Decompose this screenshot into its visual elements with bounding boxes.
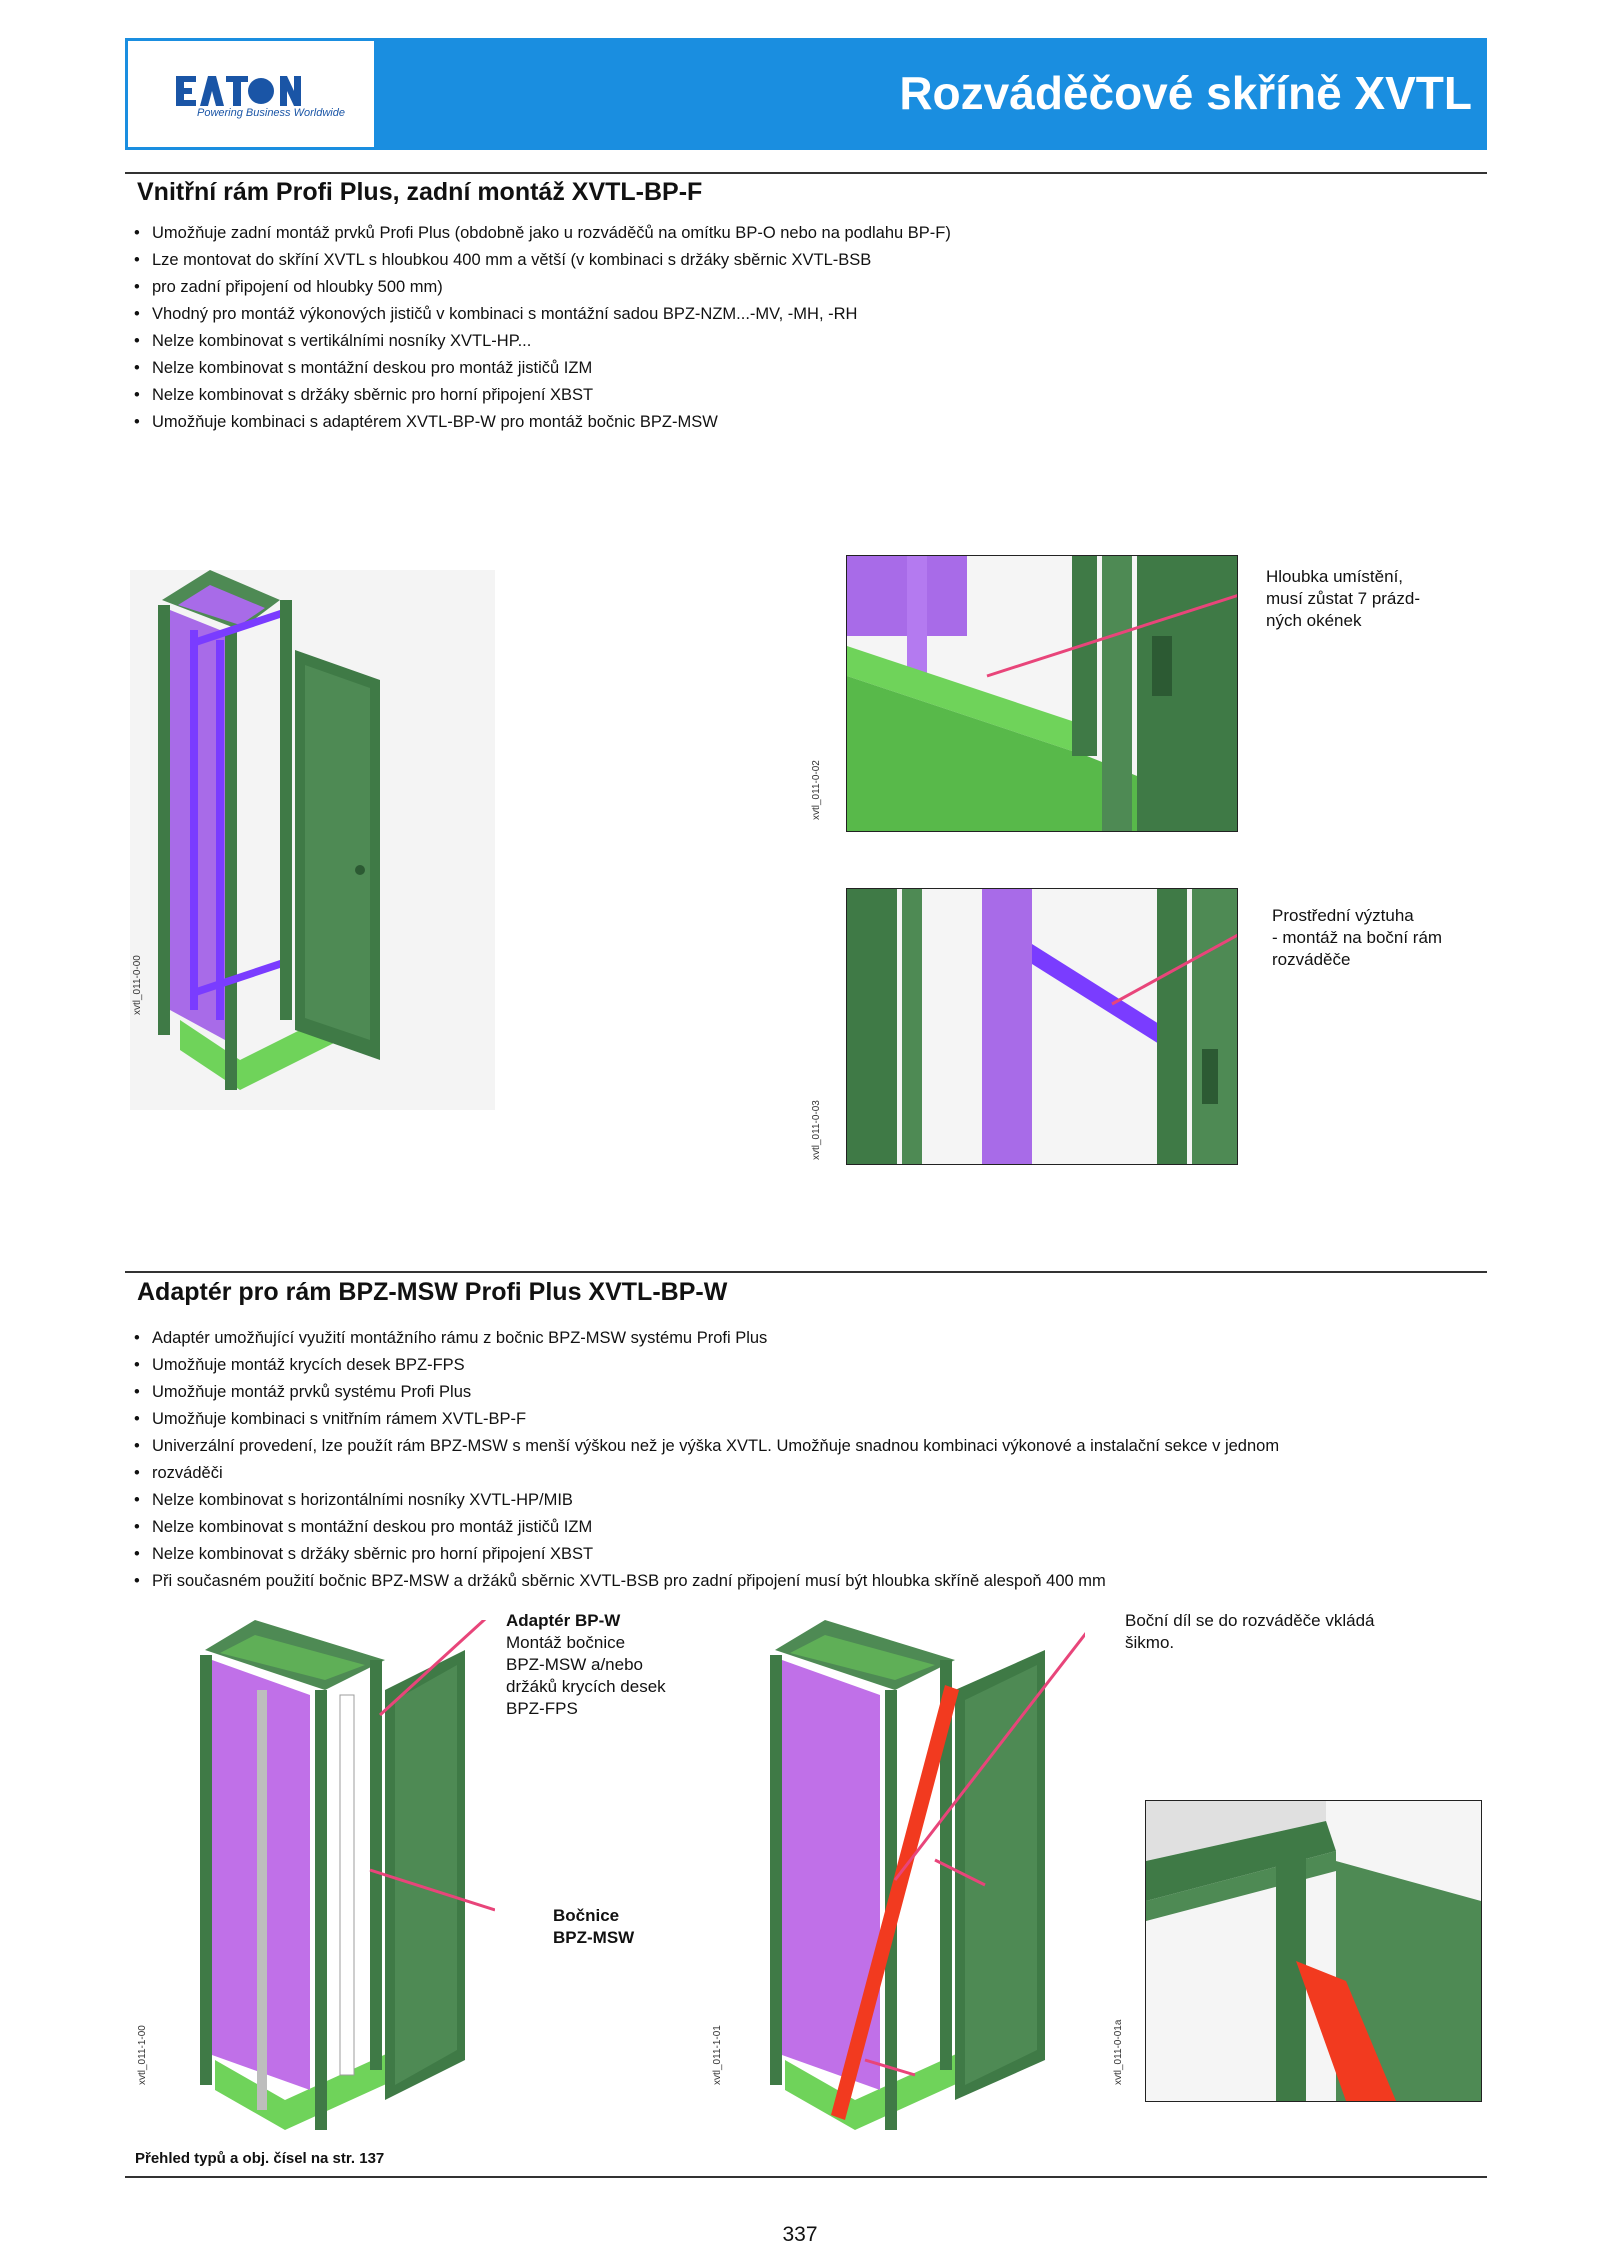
- cabinet-illustration: [158, 570, 380, 1090]
- detail-insert-figure: [1145, 1800, 1482, 2102]
- detail-stiffener-figure: [846, 888, 1238, 1165]
- callout-line-text: musí zůstat 7 prázd-: [1266, 589, 1421, 608]
- page-number: 337: [782, 2223, 818, 2246]
- figure-code: xvtl_011-0-00: [132, 955, 143, 1015]
- callout-line-text: Montáž bočnice: [506, 1633, 626, 1652]
- callout-line: [1111, 933, 1237, 1006]
- callout-line-text: Bočnice: [553, 1906, 620, 1925]
- list-item: Lze montovat do skříní XVTL s hloubkou 4…: [132, 247, 1482, 274]
- detail-insert-illustration: [1146, 1801, 1481, 2101]
- list-item: Nelze kombinovat s vertikálními nosníky …: [132, 328, 1482, 355]
- callout-line-text: Boční díl se do rozváděče vkládá: [1125, 1611, 1375, 1630]
- list-item: Umožňuje zadní montáž prvků Profi Plus (…: [132, 220, 1482, 247]
- cabinet-inner-frame-figure: xvtl_011-0-00: [130, 570, 495, 1110]
- list-item: Nelze kombinovat s držáky sběrnic pro ho…: [132, 382, 1482, 409]
- callout-line-text: Prostřední výztuha: [1272, 906, 1414, 925]
- cabinet-adapter-figure: [175, 1620, 495, 2140]
- list-item: Umožňuje kombinaci s adaptérem XVTL-BP-W…: [132, 409, 1482, 436]
- list-item: Umožňuje montáž prvků systému Profi Plus: [132, 1379, 1482, 1406]
- detail-depth-figure: [846, 555, 1238, 832]
- figure-code: xvtl_011-1-00: [137, 2025, 148, 2085]
- stiffener-illustration: [847, 889, 1237, 1164]
- eaton-logo-mark: [176, 76, 301, 106]
- cabinet-insert-illustration: [770, 1620, 1045, 2130]
- list-item: Umožňuje montáž krycích desek BPZ-FPS: [132, 1352, 1482, 1379]
- callout-line-text: Hloubka umístění,: [1266, 567, 1404, 586]
- list-item: Nelze kombinovat s montážní deskou pro m…: [132, 355, 1482, 382]
- bullet-list: Umožňuje zadní montáž prvků Profi Plus (…: [132, 220, 1482, 436]
- list-item: Nelze kombinovat s držáky sběrnic pro ho…: [132, 1541, 1482, 1568]
- section-divider: [125, 172, 1487, 174]
- list-item: Vhodný pro montáž výkonových jističů v k…: [132, 301, 1482, 328]
- footer-divider: [125, 2176, 1487, 2178]
- section-divider: [125, 1271, 1487, 1273]
- callout-line-text: BPZ-MSW a/nebo: [506, 1655, 643, 1674]
- bullet-list: Adaptér umožňující využití montážního rá…: [132, 1325, 1482, 1595]
- page-title: Rozváděčové skříně XVTL: [899, 67, 1472, 119]
- eaton-logo: [128, 41, 374, 147]
- callout-line: [369, 1620, 495, 1912]
- figure-code: xvtl_011-1-01: [712, 2025, 723, 2085]
- stiffener-callout: Prostřední výztuha - montáž na boční rám…: [1272, 905, 1442, 971]
- callout-line-text: BPZ-FPS: [506, 1699, 578, 1718]
- figure-code: xvtl_011-0-01a: [1113, 2019, 1124, 2085]
- list-item: Nelze kombinovat s horizontálními nosník…: [132, 1487, 1482, 1514]
- section-title: Vnitřní rám Profi Plus, zadní montáž XVT…: [137, 178, 703, 206]
- callout-line-text: - montáž na boční rám: [1272, 928, 1443, 947]
- callout-bold-label: Adaptér BP-W: [506, 1611, 621, 1630]
- list-item: Umožňuje kombinaci s vnitřním rámem XVTL…: [132, 1406, 1482, 1433]
- footer-note: Přehled typů a obj. čísel na str. 137: [135, 2150, 385, 2167]
- section-title: Adaptér pro rám BPZ-MSW Profi Plus XVTL-…: [137, 1278, 728, 1306]
- callout-line-text: ných okének: [1266, 611, 1362, 630]
- list-item: Adaptér umožňující využití montážního rá…: [132, 1325, 1482, 1352]
- callout-line: [864, 1631, 1085, 2077]
- list-item: rozváděči: [132, 1460, 1482, 1487]
- side-panel-callout: Bočnice BPZ-MSW: [553, 1905, 634, 1949]
- callout-line-text: držáků krycích desek: [506, 1677, 666, 1696]
- callout-line-text: rozváděče: [1272, 950, 1351, 969]
- list-item: Univerzální provedení, lze použít rám BP…: [132, 1433, 1482, 1460]
- adapter-callout: Adaptér BP-W Montáž bočnice BPZ-MSW a/ne…: [506, 1610, 666, 1720]
- cabinet-insert-figure: [745, 1620, 1085, 2140]
- list-item: Nelze kombinovat s montážní deskou pro m…: [132, 1514, 1482, 1541]
- insert-callout: Boční díl se do rozváděče vkládá šikmo.: [1125, 1610, 1374, 1654]
- list-item: pro zadní připojení od hloubky 500 mm): [132, 274, 1482, 301]
- list-item: Při současném použití bočnic BPZ-MSW a d…: [132, 1568, 1482, 1595]
- callout-line-text: šikmo.: [1125, 1633, 1175, 1652]
- callout-line-text: BPZ-MSW: [553, 1928, 635, 1947]
- figure-code: xvtl_011-0-02: [811, 760, 822, 820]
- callout-line: [986, 594, 1237, 678]
- logo-tagline: Powering Business Worldwide: [197, 107, 345, 119]
- figure-code: xvtl_011-0-03: [811, 1100, 822, 1160]
- detail-illustration: [847, 556, 1237, 831]
- depth-callout: Hloubka umístění, musí zůstat 7 prázd- n…: [1266, 566, 1420, 632]
- cabinet-adapter-illustration: [200, 1620, 465, 2130]
